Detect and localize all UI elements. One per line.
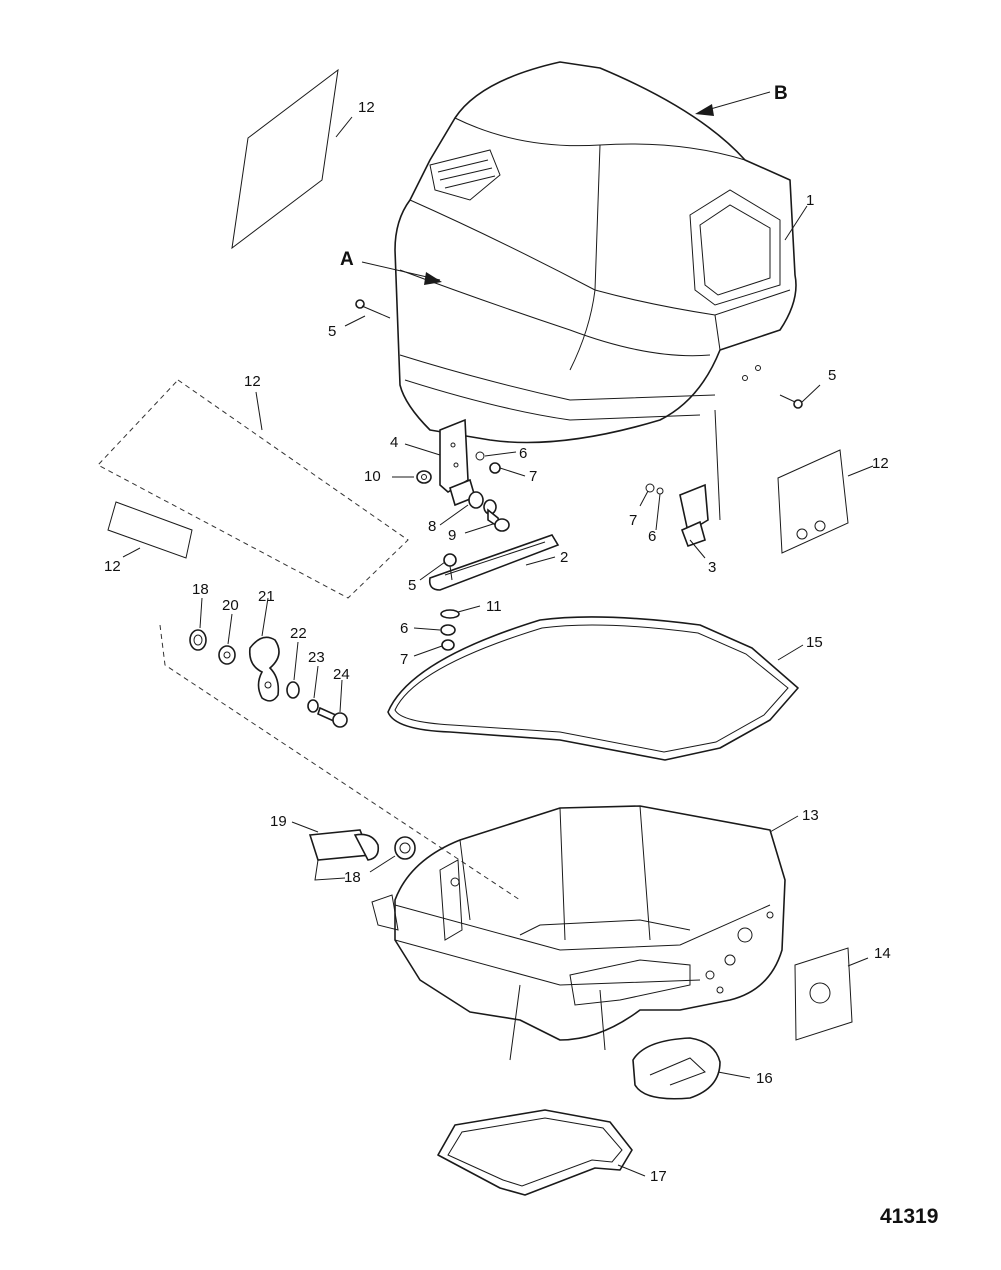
screw-part-5-right <box>779 394 803 409</box>
label-b: B <box>774 83 788 104</box>
nut-part-7-upper <box>489 462 501 474</box>
callout-12-mid: 12 <box>244 373 261 390</box>
callout-12-right: 12 <box>872 455 889 472</box>
washer-part-20 <box>218 645 236 665</box>
callout-24: 24 <box>333 666 350 683</box>
grommet-part-16 <box>632 1037 721 1100</box>
callout-17: 17 <box>650 1168 667 1185</box>
callout-11: 11 <box>486 598 502 615</box>
screw-part-5-latch <box>443 553 457 581</box>
callout-7-right: 7 <box>629 512 637 529</box>
bushing-part-8 <box>468 491 497 515</box>
arrow-b-head <box>695 104 714 116</box>
screw-part-5-left <box>355 299 391 319</box>
callout-7-lower: 7 <box>400 651 408 668</box>
callout-5-latch: 5 <box>408 577 416 594</box>
callout-19: 19 <box>270 813 287 830</box>
callout-2: 2 <box>560 549 568 566</box>
callout-6-upper: 6 <box>519 445 527 462</box>
assembly-axis-line <box>159 624 521 901</box>
cowl-rear-edge <box>714 409 721 521</box>
decal-12-small <box>107 501 193 559</box>
bottom-cowl-part-13 <box>371 805 786 1061</box>
decal-12-right <box>777 449 849 554</box>
callout-12-top: 12 <box>358 99 375 116</box>
callout-23: 23 <box>308 649 325 666</box>
decal-12-side-large <box>97 379 409 599</box>
decal-12-top-left <box>231 68 339 250</box>
callout-13: 13 <box>802 807 819 824</box>
gasket-part-17 <box>437 1109 633 1196</box>
leader-lines <box>122 91 874 1177</box>
callout-6-lower: 6 <box>400 620 408 637</box>
spacer-part-22 <box>286 681 300 699</box>
lever-part-19 <box>308 829 380 881</box>
callout-14: 14 <box>874 945 891 962</box>
callout-16: 16 <box>756 1070 773 1087</box>
callout-5-left: 5 <box>328 323 336 340</box>
bolt-part-24 <box>317 706 348 728</box>
arrow-a-head <box>424 272 442 285</box>
callout-1: 1 <box>806 192 814 209</box>
callout-6-right: 6 <box>648 528 656 545</box>
top-cowl-part-1 <box>394 61 797 444</box>
callout-3: 3 <box>708 559 716 576</box>
washer-part-6-lower <box>440 624 456 636</box>
callout-5-right: 5 <box>828 367 836 384</box>
label-a: A <box>340 249 354 270</box>
callout-9: 9 <box>448 527 456 544</box>
callout-21: 21 <box>258 588 275 605</box>
bushing-part-18-upper <box>189 629 207 651</box>
figure-number: 41319 <box>880 1205 938 1228</box>
cowl-seal-part-15 <box>387 616 799 761</box>
screw-part-9 <box>487 508 510 532</box>
callout-18-upper: 18 <box>192 581 209 598</box>
latch-part-3 <box>645 483 709 548</box>
washer-part-23 <box>307 699 319 713</box>
washer-part-10 <box>416 470 432 484</box>
latch-lever-part-2 <box>428 534 560 591</box>
callout-20: 20 <box>222 597 239 614</box>
callout-22: 22 <box>290 625 307 642</box>
callout-10: 10 <box>364 468 381 485</box>
hinge-bracket-part-4 <box>439 418 476 507</box>
callout-4: 4 <box>390 434 398 451</box>
plate-part-14 <box>794 947 853 1041</box>
washer-part-6-upper <box>475 451 485 461</box>
callout-12-small: 12 <box>104 558 121 575</box>
washer-part-11 <box>440 609 460 619</box>
nut-part-7-lower <box>441 639 455 651</box>
callout-18-lower: 18 <box>344 869 361 886</box>
callout-8: 8 <box>428 518 436 535</box>
callout-15: 15 <box>806 634 823 651</box>
callout-7-upper: 7 <box>529 468 537 485</box>
bushing-part-18-lower <box>394 836 416 860</box>
hook-part-21 <box>248 636 280 702</box>
